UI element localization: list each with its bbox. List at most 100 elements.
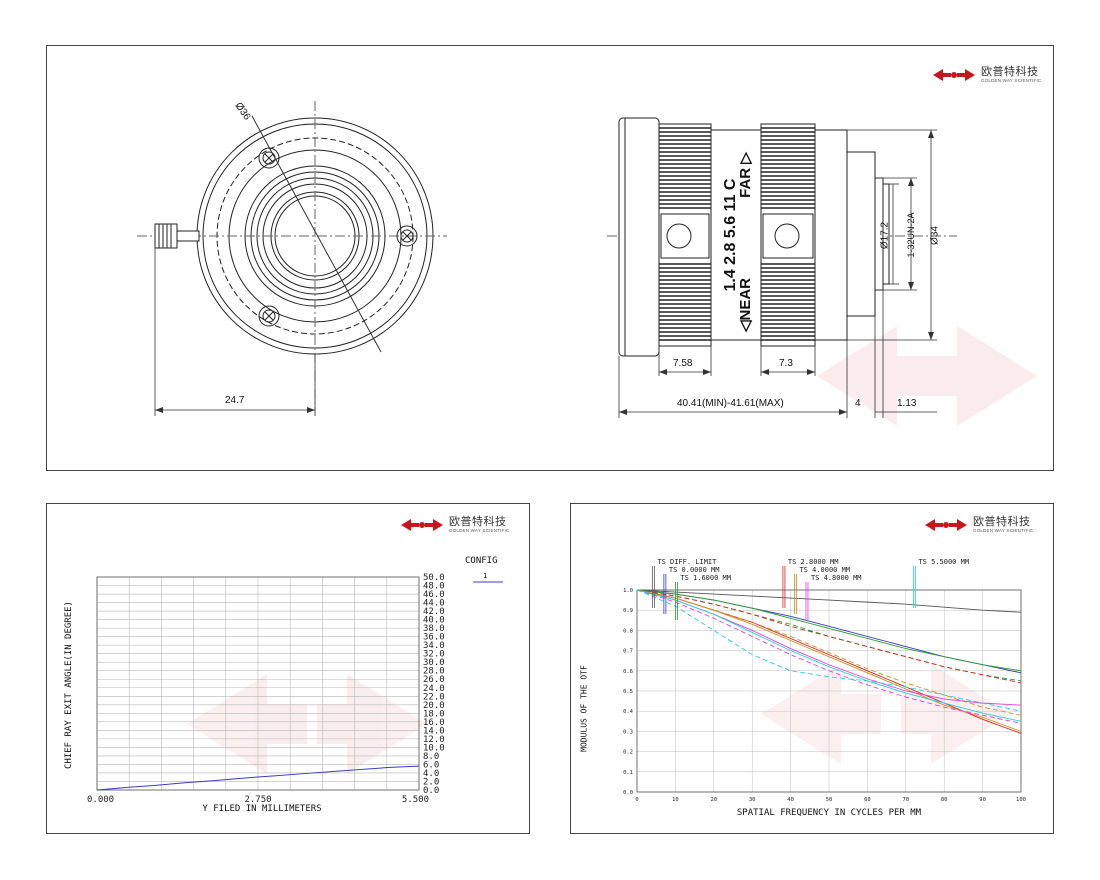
mtf-legend-label: TS 1.6000 MM [680, 574, 731, 582]
mtf-series-line [636, 589, 1022, 672]
mtf-ytick-label: 0.2 [623, 750, 633, 756]
front-view [137, 101, 447, 416]
watermark-graphic [761, 664, 1011, 764]
mtf-legend-label: TS 2.8000 MM [788, 558, 839, 566]
mtf-ytick-label: 0.6 [623, 669, 633, 675]
mtf-series-line [636, 589, 1022, 613]
cra-legend-title: CONFIG [465, 556, 498, 566]
brand-logo-mtf: 欧普特科技 GOLDEN WAY SCIENTIFIC [923, 516, 1033, 534]
cra-ytick-label: 24.0 [423, 684, 445, 694]
cra-chart: 0.02.04.06.08.010.012.014.016.018.020.02… [87, 573, 503, 805]
brand-name-en: GOLDEN WAY SCIENTIFIC [973, 528, 1034, 533]
brand-name-en: GOLDEN WAY SCIENTIFIC [981, 78, 1042, 83]
cra-xtick-label: 2.750 [244, 795, 271, 805]
cra-xlabel: Y FILED IN MILLIMETERS [202, 804, 322, 814]
mtf-xtick-label: 30 [749, 797, 756, 803]
cra-ytick-label: 0.0 [423, 786, 439, 796]
mtf-ytick-label: 1.0 [623, 588, 633, 594]
cra-ytick-label: 40.0 [423, 616, 445, 626]
mtf-ytick-label: 0.5 [623, 689, 633, 695]
watermark-graphic [817, 326, 1037, 426]
watermark-graphic [187, 674, 427, 774]
mtf-xtick-label: 100 [1016, 797, 1026, 803]
dim-flange: 1.13 [897, 398, 917, 409]
cra-ytick-label: 10.0 [423, 743, 445, 753]
cra-ytick-label: 18.0 [423, 709, 445, 719]
mtf-ytick-label: 0.4 [623, 709, 634, 715]
dim-mount-length: 4 [855, 398, 861, 409]
mtf-ytick-label: 0.1 [623, 770, 633, 776]
dim-focus-ring: 7.58 [673, 358, 693, 369]
mtf-xtick-label: 0 [635, 797, 638, 803]
mtf-grid [636, 589, 1022, 793]
mtf-series-line [636, 589, 1022, 716]
mtf-plot-frame [636, 589, 1022, 793]
cra-legend-entry: 1 [483, 572, 488, 580]
mtf-series-line [636, 589, 1022, 684]
cra-ytick-label: 50.0 [423, 573, 445, 583]
mtf-series-line [636, 589, 1022, 722]
mtf-legend-label: TS 4.0000 MM [799, 566, 850, 574]
cra-ytick-label: 14.0 [423, 726, 445, 736]
cra-ytick-label: 44.0 [423, 599, 445, 609]
brand-logo: 欧普特科技 GOLDEN WAY SCIENTIFIC [931, 66, 1041, 84]
lens-drawing-panel: 欧普特科技 GOLDEN WAY SCIENTIFIC [46, 45, 1054, 471]
brand-name-en: GOLDEN WAY SCIENTIFIC [449, 528, 510, 533]
cra-ytick-label: 46.0 [423, 590, 445, 600]
cra-ytick-label: 42.0 [423, 607, 445, 617]
dim-body-diameter: Ø34 [929, 226, 941, 245]
mtf-xtick-label: 50 [826, 797, 833, 803]
cra-ytick-label: 34.0 [423, 641, 445, 651]
mtf-xtick-label: 20 [710, 797, 717, 803]
side-view [607, 117, 957, 418]
brand-name-cn: 欧普特科技 [449, 515, 507, 528]
cra-ytick-label: 36.0 [423, 633, 445, 643]
mtf-legend-label: TS 5.5000 MM [918, 558, 969, 566]
cra-ytick-label: 12.0 [423, 735, 445, 745]
dim-rear-diameter: Ø17.2 [879, 221, 891, 250]
cra-ylabel: CHIEF RAY EXIT ANGLE(IN DEGREE) [64, 601, 74, 769]
brand-mark-icon [401, 518, 443, 531]
cra-ytick-label: 4.0 [423, 769, 439, 779]
brand-mark-icon [925, 518, 967, 531]
mtf-xtick-label: 90 [979, 797, 986, 803]
dim-total-length: 40.41(MIN)-41.61(MAX) [677, 398, 784, 409]
near-label: ◁NEAR [737, 277, 754, 333]
cra-xtick-label: 0.000 [87, 795, 114, 805]
dim-thread: 1-32UN-2A [906, 212, 916, 258]
mtf-ytick-label: 0.3 [623, 729, 633, 735]
mtf-legend-label: TS 0.0000 MM [669, 566, 720, 574]
mtf-ylabel: MODULUS OF THE OTF [579, 665, 589, 752]
mtf-legend-label: TS 4.8000 MM [811, 574, 862, 582]
cra-xtick-label: 5.500 [402, 795, 429, 805]
brand-name-cn: 欧普特科技 [973, 515, 1031, 528]
cra-ytick-label: 16.0 [423, 718, 445, 728]
mtf-ytick-label: 0.7 [623, 649, 633, 655]
mtf-xtick-label: 80 [941, 797, 948, 803]
brand-mark-icon [933, 68, 975, 81]
mtf-ytick-label: 0.0 [623, 790, 633, 796]
mtf-panel: 欧普特科技 GOLDEN WAY SCIENTIFIC 0.0 0.1 0.2 0.3… [570, 503, 1054, 834]
dim-iris-ring: 7.3 [779, 358, 793, 369]
mtf-ytick-label: 0.9 [623, 608, 633, 614]
cra-ytick-label: 26.0 [423, 675, 445, 685]
mtf-xtick-label: 60 [864, 797, 871, 803]
cra-ytick-label: 48.0 [423, 582, 445, 592]
cra-ytick-label: 38.0 [423, 624, 445, 634]
cra-ytick-label: 2.0 [423, 777, 439, 787]
cra-ytick-label: 20.0 [423, 701, 445, 711]
knob-offset-label: 24.7 [225, 395, 245, 406]
cra-ytick-label: 6.0 [423, 760, 439, 770]
mtf-xtick-label: 70 [902, 797, 909, 803]
mtf-xlabel: SPATIAL FREQUENCY IN CYCLES PER MM [736, 808, 922, 818]
far-label: FAR ▷ [737, 152, 754, 198]
cra-ytick-label: 32.0 [423, 650, 445, 660]
mtf-ytick-label: 0.8 [623, 628, 633, 634]
mtf-xtick-label: 40 [787, 797, 794, 803]
cra-ytick-label: 8.0 [423, 752, 439, 762]
brand-name-cn: 欧普特科技 [981, 65, 1039, 78]
cra-ytick-label: 28.0 [423, 667, 445, 677]
cra-ytick-label: 22.0 [423, 692, 445, 702]
